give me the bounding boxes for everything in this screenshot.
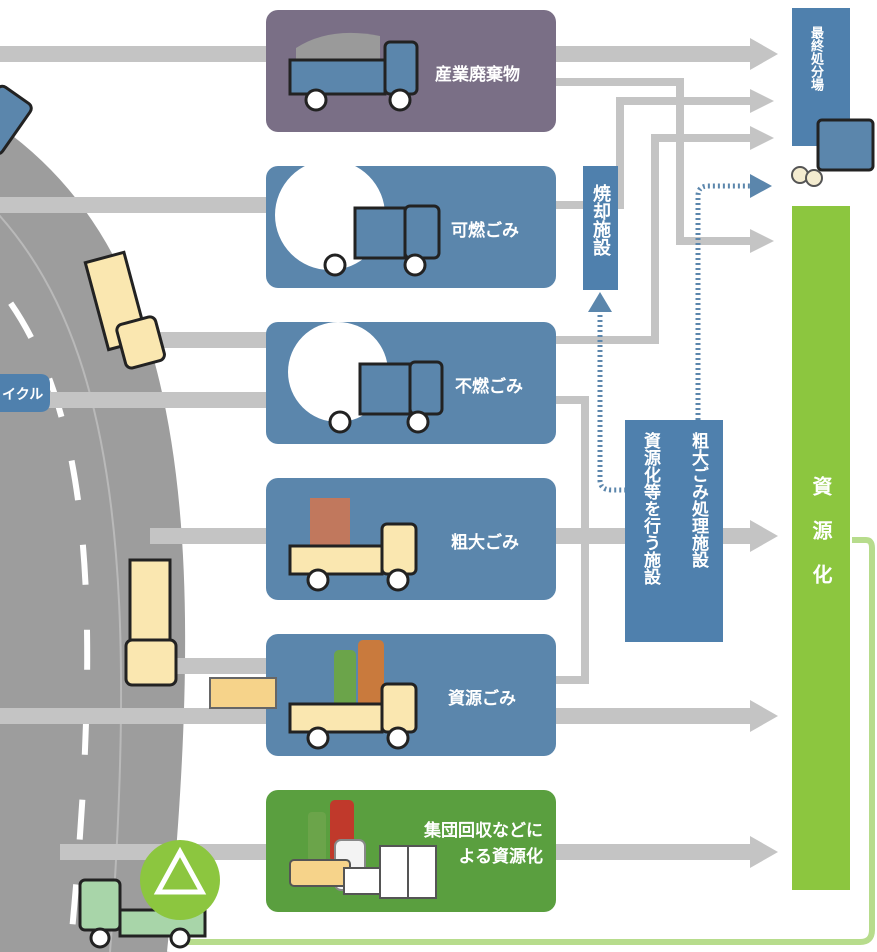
combustible-truck-icon [275, 160, 441, 277]
label-group: 集団回収などに よる資源化 [424, 821, 543, 867]
label-bulky: 粗大ごみ [451, 533, 519, 553]
group-items-icon [289, 800, 437, 899]
bulky-facility-panel [675, 420, 723, 642]
noncombustible-truck-icon [288, 322, 444, 434]
resource-truck-icon [209, 640, 418, 750]
label-resource-recovery: 資源化 [809, 476, 833, 608]
label-recycling-facility: 資源化等を行う施設 [640, 432, 660, 585]
label-bulky-facility: 粗大ごみ処理施設 [688, 432, 708, 568]
recycle-loop-line [60, 537, 875, 945]
truck-icon [0, 84, 207, 949]
label-incineration: 焼却施設 [590, 184, 611, 256]
arrow-to-incinerator [588, 292, 612, 312]
flow-arrow-heads [750, 38, 778, 868]
label-combustible: 可燃ごみ [451, 221, 519, 241]
label-resource: 資源ごみ [448, 689, 516, 709]
label-industrial: 産業廃棄物 [435, 65, 520, 85]
bulky-truck-icon [288, 498, 418, 592]
dotted-lines [597, 183, 752, 493]
recycle-icon [140, 840, 220, 920]
label-noncombustible: 不燃ごみ [455, 377, 523, 397]
arrow-to-final-disposal [750, 174, 772, 198]
recycling-facility-panel [625, 420, 675, 642]
resource-panel [792, 206, 850, 890]
incineration-panel [583, 166, 618, 290]
road-tag-shape [0, 374, 50, 412]
label-final-disposal: 最終処分場 [808, 26, 823, 91]
industrial-truck-icon [288, 32, 419, 112]
road [0, 119, 192, 952]
road-tag-label: イクル [2, 387, 44, 403]
final-disposal-truck-icon [791, 118, 875, 187]
